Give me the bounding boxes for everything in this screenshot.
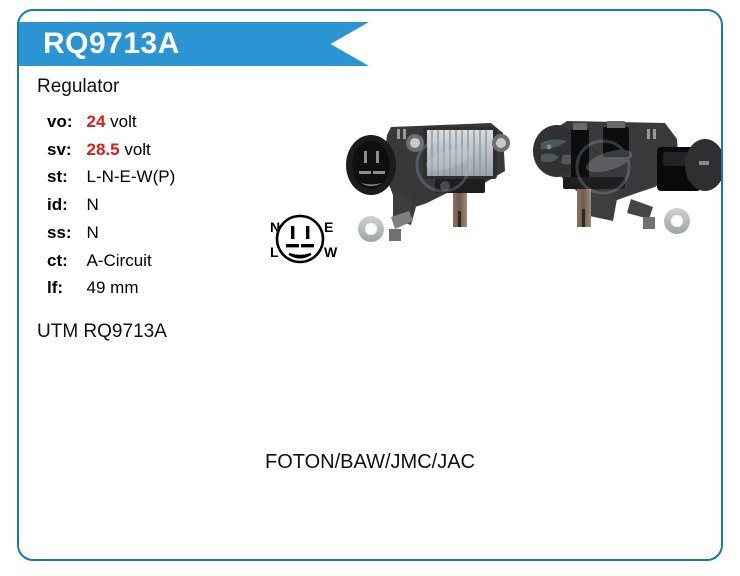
spec-value-id: N — [86, 195, 99, 215]
brush-holder-back — [563, 177, 625, 189]
spec-unit-sv: volt — [124, 139, 151, 159]
pin-label-bottom-right: W — [324, 244, 338, 260]
spec-number-sv: 28.5 — [86, 139, 120, 159]
brush-holder-pivot — [440, 181, 450, 191]
carbon-brush — [453, 193, 467, 227]
spec-row-ct: ct: A-Circuit — [47, 251, 175, 279]
product-category: Regulator — [37, 76, 120, 97]
spec-row-id: id: N — [47, 195, 175, 223]
specification-table: vo: 24 volt sv: 28.5 volt st: L-N-E-W(P)… — [47, 112, 175, 306]
spec-label-lf: lf: — [47, 278, 64, 298]
heatsink-fins — [431, 130, 487, 176]
spec-value-ss: N — [86, 222, 99, 242]
watermark — [415, 137, 472, 193]
terminal-bracket — [391, 211, 413, 229]
coil-cap-left — [573, 123, 587, 130]
mounting-screw-left — [410, 138, 420, 148]
connector-keyway — [361, 183, 382, 186]
spec-row-vo: vo: 24 volt — [47, 112, 175, 140]
vehicle-applications: FOTON/BAW/JMC/JAC — [265, 451, 475, 473]
spec-value-sv: 28.5 volt — [87, 140, 176, 168]
spec-value-st: L-N-E-W(P) — [86, 167, 176, 187]
mounting-screw-right — [496, 138, 506, 148]
back-recess-2 — [541, 153, 559, 163]
coil-window-right — [603, 127, 629, 157]
terminal-lug-hole-back — [671, 215, 683, 227]
spec-row-sv: sv: 28.5 volt — [47, 140, 175, 168]
spec-label-ct: ct: — [47, 250, 68, 270]
coil-cap-right — [607, 121, 625, 128]
spec-row-ss: ss: N — [47, 223, 175, 251]
spec-unit-lf: mm — [110, 278, 139, 298]
connector-face — [352, 141, 390, 189]
terminal-bracket-back — [627, 199, 653, 219]
spec-unit-vo: volt — [110, 111, 137, 131]
spec-row-lf: lf: 49 mm — [47, 278, 175, 306]
terminal-lug-hole — [365, 223, 377, 235]
connector-slot-horizontal-right-icon — [301, 244, 314, 248]
back-boss-slot — [699, 161, 709, 165]
specification-panel: Regulator vo: 24 volt sv: 28.5 volt st: … — [37, 76, 337, 343]
connector-slot-vertical-left-icon — [291, 226, 295, 239]
oem-reference: UTM RQ9713A — [37, 321, 167, 343]
connector-outline-icon — [275, 214, 325, 264]
brush-slot — [458, 211, 461, 227]
spade-terminal — [389, 229, 401, 241]
spade-terminal-back — [643, 217, 655, 229]
spec-label-st: st: — [47, 167, 68, 187]
carbon-brush-back — [577, 189, 591, 227]
pin-label-top-left: N — [270, 219, 280, 235]
spec-number-vo: 24 — [86, 111, 106, 131]
spec-label-ss: ss: — [47, 222, 72, 242]
pin-label-bottom-left: L — [270, 244, 279, 260]
terminal-tab-back-2 — [653, 129, 656, 139]
spec-number-lf: 49 — [86, 278, 106, 298]
spec-label-id: id: — [47, 195, 68, 215]
watermark-back — [575, 139, 632, 195]
product-photo-back — [527, 99, 721, 259]
coil-window-left — [571, 129, 589, 179]
terminal-tab-2 — [403, 129, 406, 139]
terminal-tab-1 — [397, 129, 400, 139]
spec-row-st: st: L-N-E-W(P) — [47, 167, 175, 195]
product-photo-gallery — [319, 99, 721, 259]
connector-pin-2 — [376, 151, 379, 163]
connector-slot-horizontal-left-icon — [286, 244, 299, 248]
part-number-banner: RQ9713A — [19, 22, 369, 66]
product-card: RQ9713A Regulator vo: 24 volt sv: 28.5 v… — [17, 9, 723, 561]
terminal-tab-back-1 — [647, 129, 650, 139]
product-photo-front — [331, 99, 541, 259]
spec-value-ct: A-Circuit — [86, 250, 152, 270]
connector-pin-4 — [373, 171, 385, 174]
pin-label-top-right: E — [324, 219, 333, 235]
connector-keyway-icon — [288, 253, 312, 259]
connector-pin-1 — [364, 151, 367, 163]
spec-value-lf: 49 mm — [87, 278, 176, 306]
brush-slot-back — [582, 209, 585, 227]
spec-value-vo: 24 volt — [87, 112, 176, 140]
connector-pin-3 — [359, 171, 371, 174]
back-recess-dot — [546, 144, 552, 150]
spec-label-sv: sv: — [47, 139, 72, 159]
connector-slot-vertical-right-icon — [306, 226, 310, 239]
connector-pinout-diagram: N E L W — [255, 207, 345, 271]
part-number-title: RQ9713A — [43, 27, 180, 60]
spec-label-vo: vo: — [47, 111, 73, 131]
